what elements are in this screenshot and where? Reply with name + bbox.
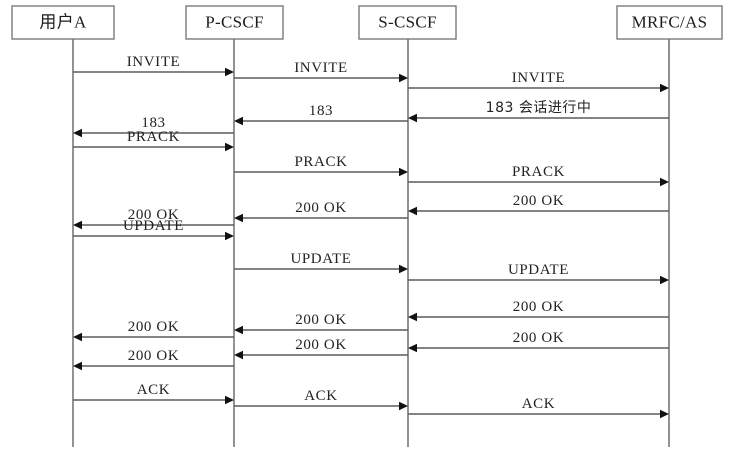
message-7[interactable]: PRACK	[234, 154, 408, 177]
message-4[interactable]: 183	[234, 103, 408, 126]
message-12[interactable]: UPDATE	[73, 218, 234, 241]
message-11[interactable]: 200 OK	[73, 207, 234, 230]
message-label: INVITE	[127, 54, 181, 70]
message-label: 183 会话进行中	[486, 100, 592, 116]
actor-box-rect	[616, 5, 723, 40]
message-label: ACK	[522, 396, 555, 412]
message-arrowhead	[660, 275, 669, 285]
message-22[interactable]: ACK	[234, 388, 408, 411]
message-arrowhead	[408, 343, 417, 353]
actor-label: MRFC/AS	[632, 12, 708, 31]
actor-box-rect	[185, 5, 284, 40]
message-label: 200 OK	[295, 200, 347, 216]
message-17[interactable]: 200 OK	[73, 319, 234, 342]
message-arrowhead	[408, 113, 417, 123]
message-label: PRACK	[127, 129, 180, 145]
message-arrowhead	[234, 116, 243, 126]
message-label: 200 OK	[513, 299, 565, 315]
message-arrowhead	[225, 67, 234, 77]
actor-label: S-CSCF	[378, 12, 437, 31]
message-arrowhead	[225, 142, 234, 152]
message-arrowhead	[399, 167, 408, 177]
message-23[interactable]: ACK	[408, 396, 669, 419]
message-10[interactable]: 200 OK	[234, 200, 408, 223]
message-8[interactable]: PRACK	[408, 164, 669, 187]
message-label: UPDATE	[123, 218, 184, 234]
message-5[interactable]: 183	[73, 115, 234, 138]
message-arrowhead	[399, 264, 408, 274]
actor-box-scscf[interactable]: S-CSCF	[358, 5, 457, 40]
message-label: 183	[141, 115, 165, 131]
message-arrowhead	[408, 312, 417, 322]
message-0[interactable]: INVITE	[73, 54, 234, 77]
message-13[interactable]: UPDATE	[234, 251, 408, 274]
actor-box-mrfc[interactable]: MRFC/AS	[616, 5, 723, 40]
message-label: 200 OK	[128, 207, 180, 223]
message-label: PRACK	[294, 154, 347, 170]
message-arrowhead	[73, 361, 82, 371]
message-label: 183	[309, 103, 333, 119]
message-label: 200 OK	[295, 337, 347, 353]
message-arrowhead	[234, 350, 243, 360]
message-1[interactable]: INVITE	[234, 60, 408, 83]
message-label: UPDATE	[508, 262, 569, 278]
message-21[interactable]: ACK	[73, 382, 234, 405]
message-arrowhead	[73, 128, 82, 138]
message-arrowhead	[660, 409, 669, 419]
message-label: PRACK	[512, 164, 565, 180]
actor-box-ue[interactable]: 用户A	[11, 5, 115, 40]
message-arrowhead	[399, 73, 408, 83]
actor-label: P-CSCF	[205, 12, 264, 31]
message-label: INVITE	[294, 60, 348, 76]
message-9[interactable]: 200 OK	[408, 193, 669, 216]
actor-box-rect	[11, 5, 115, 40]
message-3[interactable]: 183 会话进行中	[408, 100, 669, 123]
message-label: 200 OK	[513, 330, 565, 346]
actor-boxes-layer: 用户A P-CSCF S-CSCF MRFC/AS	[11, 5, 723, 40]
message-2[interactable]: INVITE	[408, 70, 669, 93]
actor-label: 用户A	[39, 12, 87, 31]
message-label: 200 OK	[513, 193, 565, 209]
message-arrowhead	[408, 206, 417, 216]
message-label: 200 OK	[128, 319, 180, 335]
message-arrowhead	[225, 395, 234, 405]
message-label: UPDATE	[290, 251, 351, 267]
message-arrowhead	[234, 325, 243, 335]
message-label: 200 OK	[128, 348, 180, 364]
message-arrowhead	[660, 83, 669, 93]
message-15[interactable]: 200 OK	[408, 299, 669, 322]
message-label: ACK	[137, 382, 170, 398]
message-arrowhead	[660, 177, 669, 187]
message-label: INVITE	[512, 70, 566, 86]
message-arrowhead	[399, 401, 408, 411]
message-arrowhead	[225, 231, 234, 241]
message-20[interactable]: 200 OK	[73, 348, 234, 371]
message-14[interactable]: UPDATE	[408, 262, 669, 285]
message-label: 200 OK	[295, 312, 347, 328]
lifelines-layer	[72, 39, 670, 447]
message-16[interactable]: 200 OK	[234, 312, 408, 335]
message-19[interactable]: 200 OK	[234, 337, 408, 360]
message-arrowhead	[234, 213, 243, 223]
message-arrowhead	[73, 332, 82, 342]
message-label: ACK	[304, 388, 337, 404]
actor-box-pcscf[interactable]: P-CSCF	[185, 5, 284, 40]
message-6[interactable]: PRACK	[73, 129, 234, 152]
message-18[interactable]: 200 OK	[408, 330, 669, 353]
message-arrowhead	[73, 220, 82, 230]
